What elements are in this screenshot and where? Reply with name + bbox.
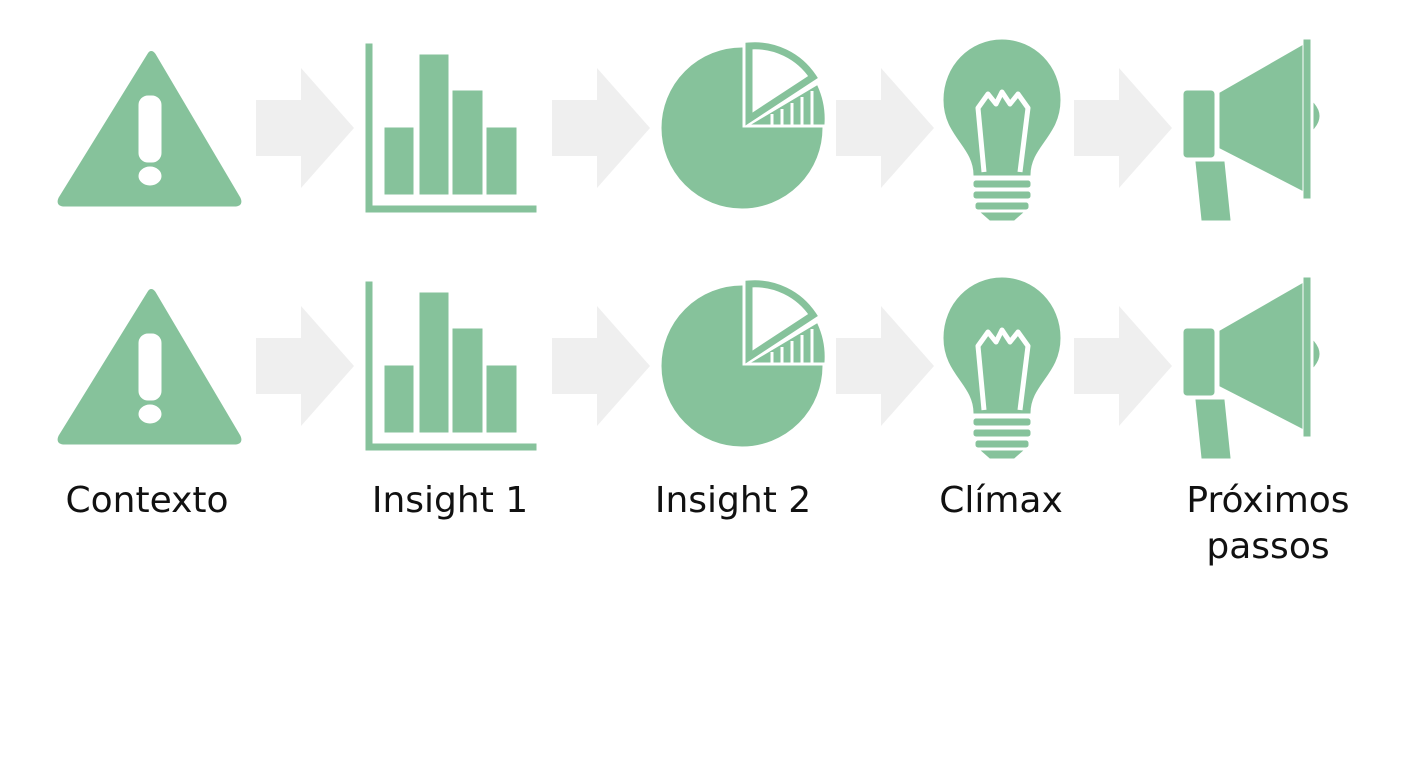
step-label: Insight 1 [371, 480, 529, 521]
warning-triangle-icon [57, 289, 242, 445]
flow-arrow-icon [836, 68, 934, 188]
bar-chart-icon [365, 43, 537, 213]
flow-arrow-icon [552, 68, 650, 188]
warning-triangle-icon [57, 51, 242, 207]
lightbulb-icon [944, 278, 1060, 458]
flow-arrow-icon [256, 68, 354, 188]
pie-chart-icon [662, 46, 824, 208]
step-label-line: Próximos [1186, 480, 1350, 521]
step-label: Contexto [65, 480, 229, 521]
flow-arrow-icon [836, 306, 934, 426]
flow-arrow-icon [256, 306, 354, 426]
lightbulb-icon [944, 40, 1060, 220]
step-label: Clímax [939, 480, 1063, 521]
step-label: Próximos passos [1138, 478, 1398, 570]
megaphone-icon [1183, 277, 1320, 459]
step-label: Insight 2 [654, 480, 812, 521]
flow-arrow-icon [1074, 68, 1172, 188]
pie-chart-icon [662, 284, 824, 446]
megaphone-icon [1183, 39, 1320, 221]
step-label-line: passos [1206, 526, 1330, 567]
flow-arrow-icon [552, 306, 650, 426]
bar-chart-icon [365, 281, 537, 451]
flow-arrow-icon [1074, 306, 1172, 426]
